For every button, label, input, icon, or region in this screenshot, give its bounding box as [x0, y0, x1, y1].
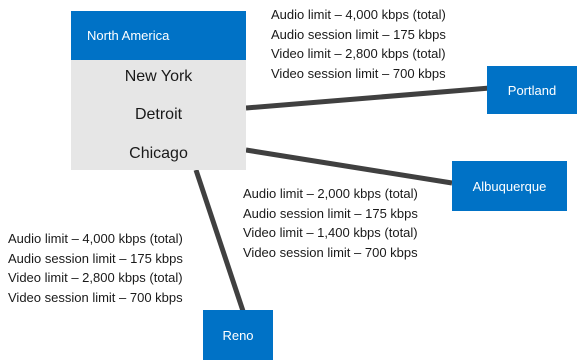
albuquerque-limits: Audio limit – 2,000 kbps (total) Audio s…	[243, 184, 418, 262]
city-chicago: Chicago	[129, 145, 188, 162]
limit-line: Audio session limit – 175 kbps	[8, 250, 183, 266]
reno-limits: Audio limit – 4,000 kbps (total) Audio s…	[8, 229, 183, 307]
link-reno	[193, 169, 247, 315]
city-new-york: New York	[124, 68, 193, 85]
site-albuquerque: Albuquerque	[452, 161, 567, 211]
portland-limits: Audio limit – 4,000 kbps (total) Audio s…	[271, 5, 446, 83]
limit-line: Video limit – 2,800 kbps (total)	[271, 46, 446, 61]
limit-line: Video session limit – 700 kbps	[8, 289, 183, 305]
city-detroit: Detroit	[134, 106, 183, 123]
limit-line: Audio limit – 2,000 kbps (total)	[243, 186, 418, 201]
link-albuquerque	[245, 147, 453, 186]
limit-line: Audio limit – 4,000 kbps (total)	[8, 231, 183, 246]
link-portland	[245, 85, 491, 111]
region-title: North America	[71, 11, 246, 60]
region-north-america: North America New York Detroit Chicago	[71, 11, 246, 170]
limit-line: Video limit – 2,800 kbps (total)	[8, 270, 183, 285]
limit-line: Audio limit – 4,000 kbps (total)	[271, 7, 446, 22]
limit-line: Audio session limit – 175 kbps	[243, 205, 418, 221]
limit-line: Video session limit – 700 kbps	[271, 65, 446, 81]
site-reno: Reno	[203, 310, 273, 360]
limit-line: Video limit – 1,400 kbps (total)	[243, 225, 418, 240]
limit-line: Video session limit – 700 kbps	[243, 244, 418, 260]
limit-line: Audio session limit – 175 kbps	[271, 26, 446, 42]
site-portland: Portland	[487, 66, 577, 114]
